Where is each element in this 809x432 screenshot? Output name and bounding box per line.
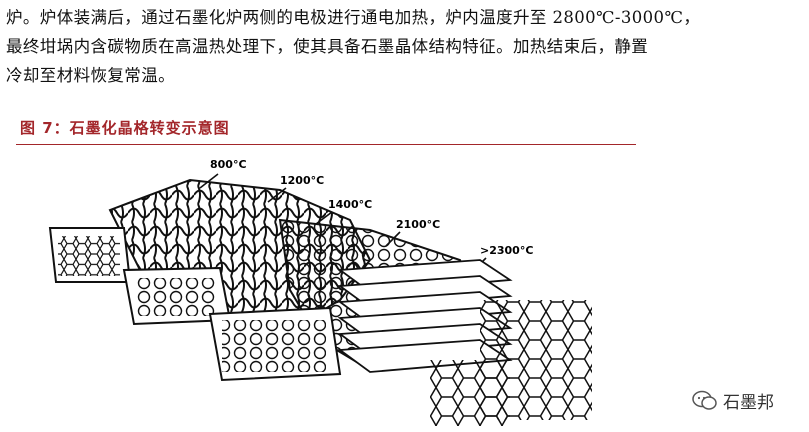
figure-title-divider <box>16 144 636 145</box>
watermark-text: 石墨邦 <box>723 393 774 413</box>
lattice-inset-1 <box>48 227 132 283</box>
lattice-inset-2 <box>122 266 232 326</box>
paragraph-line-3: 冷却至材料恢复常温。 <box>6 66 175 85</box>
figure-title: 图 7：石墨化晶格转变示意图 <box>20 119 230 137</box>
watermark: 石墨邦 <box>692 388 774 413</box>
graphitization-lattice-diagram: 800°C 1200°C 1400°C 2100°C >2300°C <box>48 158 592 426</box>
temp-label-2100: 2100°C <box>396 218 440 231</box>
paragraph-line-2: 最终坩埚内含碳物质在高温热处理下，使其具备石墨晶体结构特征。加热结束后，静置 <box>6 37 649 56</box>
wechat-icon <box>692 390 717 410</box>
lattice-inset-3 <box>208 306 342 382</box>
temp-label-1200: 1200°C <box>280 174 324 187</box>
body-paragraph: 炉。炉体装满后，通过石墨化炉两侧的电极进行通电加热，炉内温度升至 2800℃-3… <box>6 3 806 90</box>
temp-label-1400: 1400°C <box>328 198 372 211</box>
temp-label-2300: >2300°C <box>480 244 533 257</box>
graphite-layer-stack <box>337 259 513 373</box>
temp-label-800: 800°C <box>210 158 247 171</box>
paragraph-line-1: 炉。炉体装满后，通过石墨化炉两侧的电极进行通电加热，炉内温度升至 2800℃-3… <box>6 8 701 27</box>
crystalline-graphite-network <box>430 300 592 426</box>
